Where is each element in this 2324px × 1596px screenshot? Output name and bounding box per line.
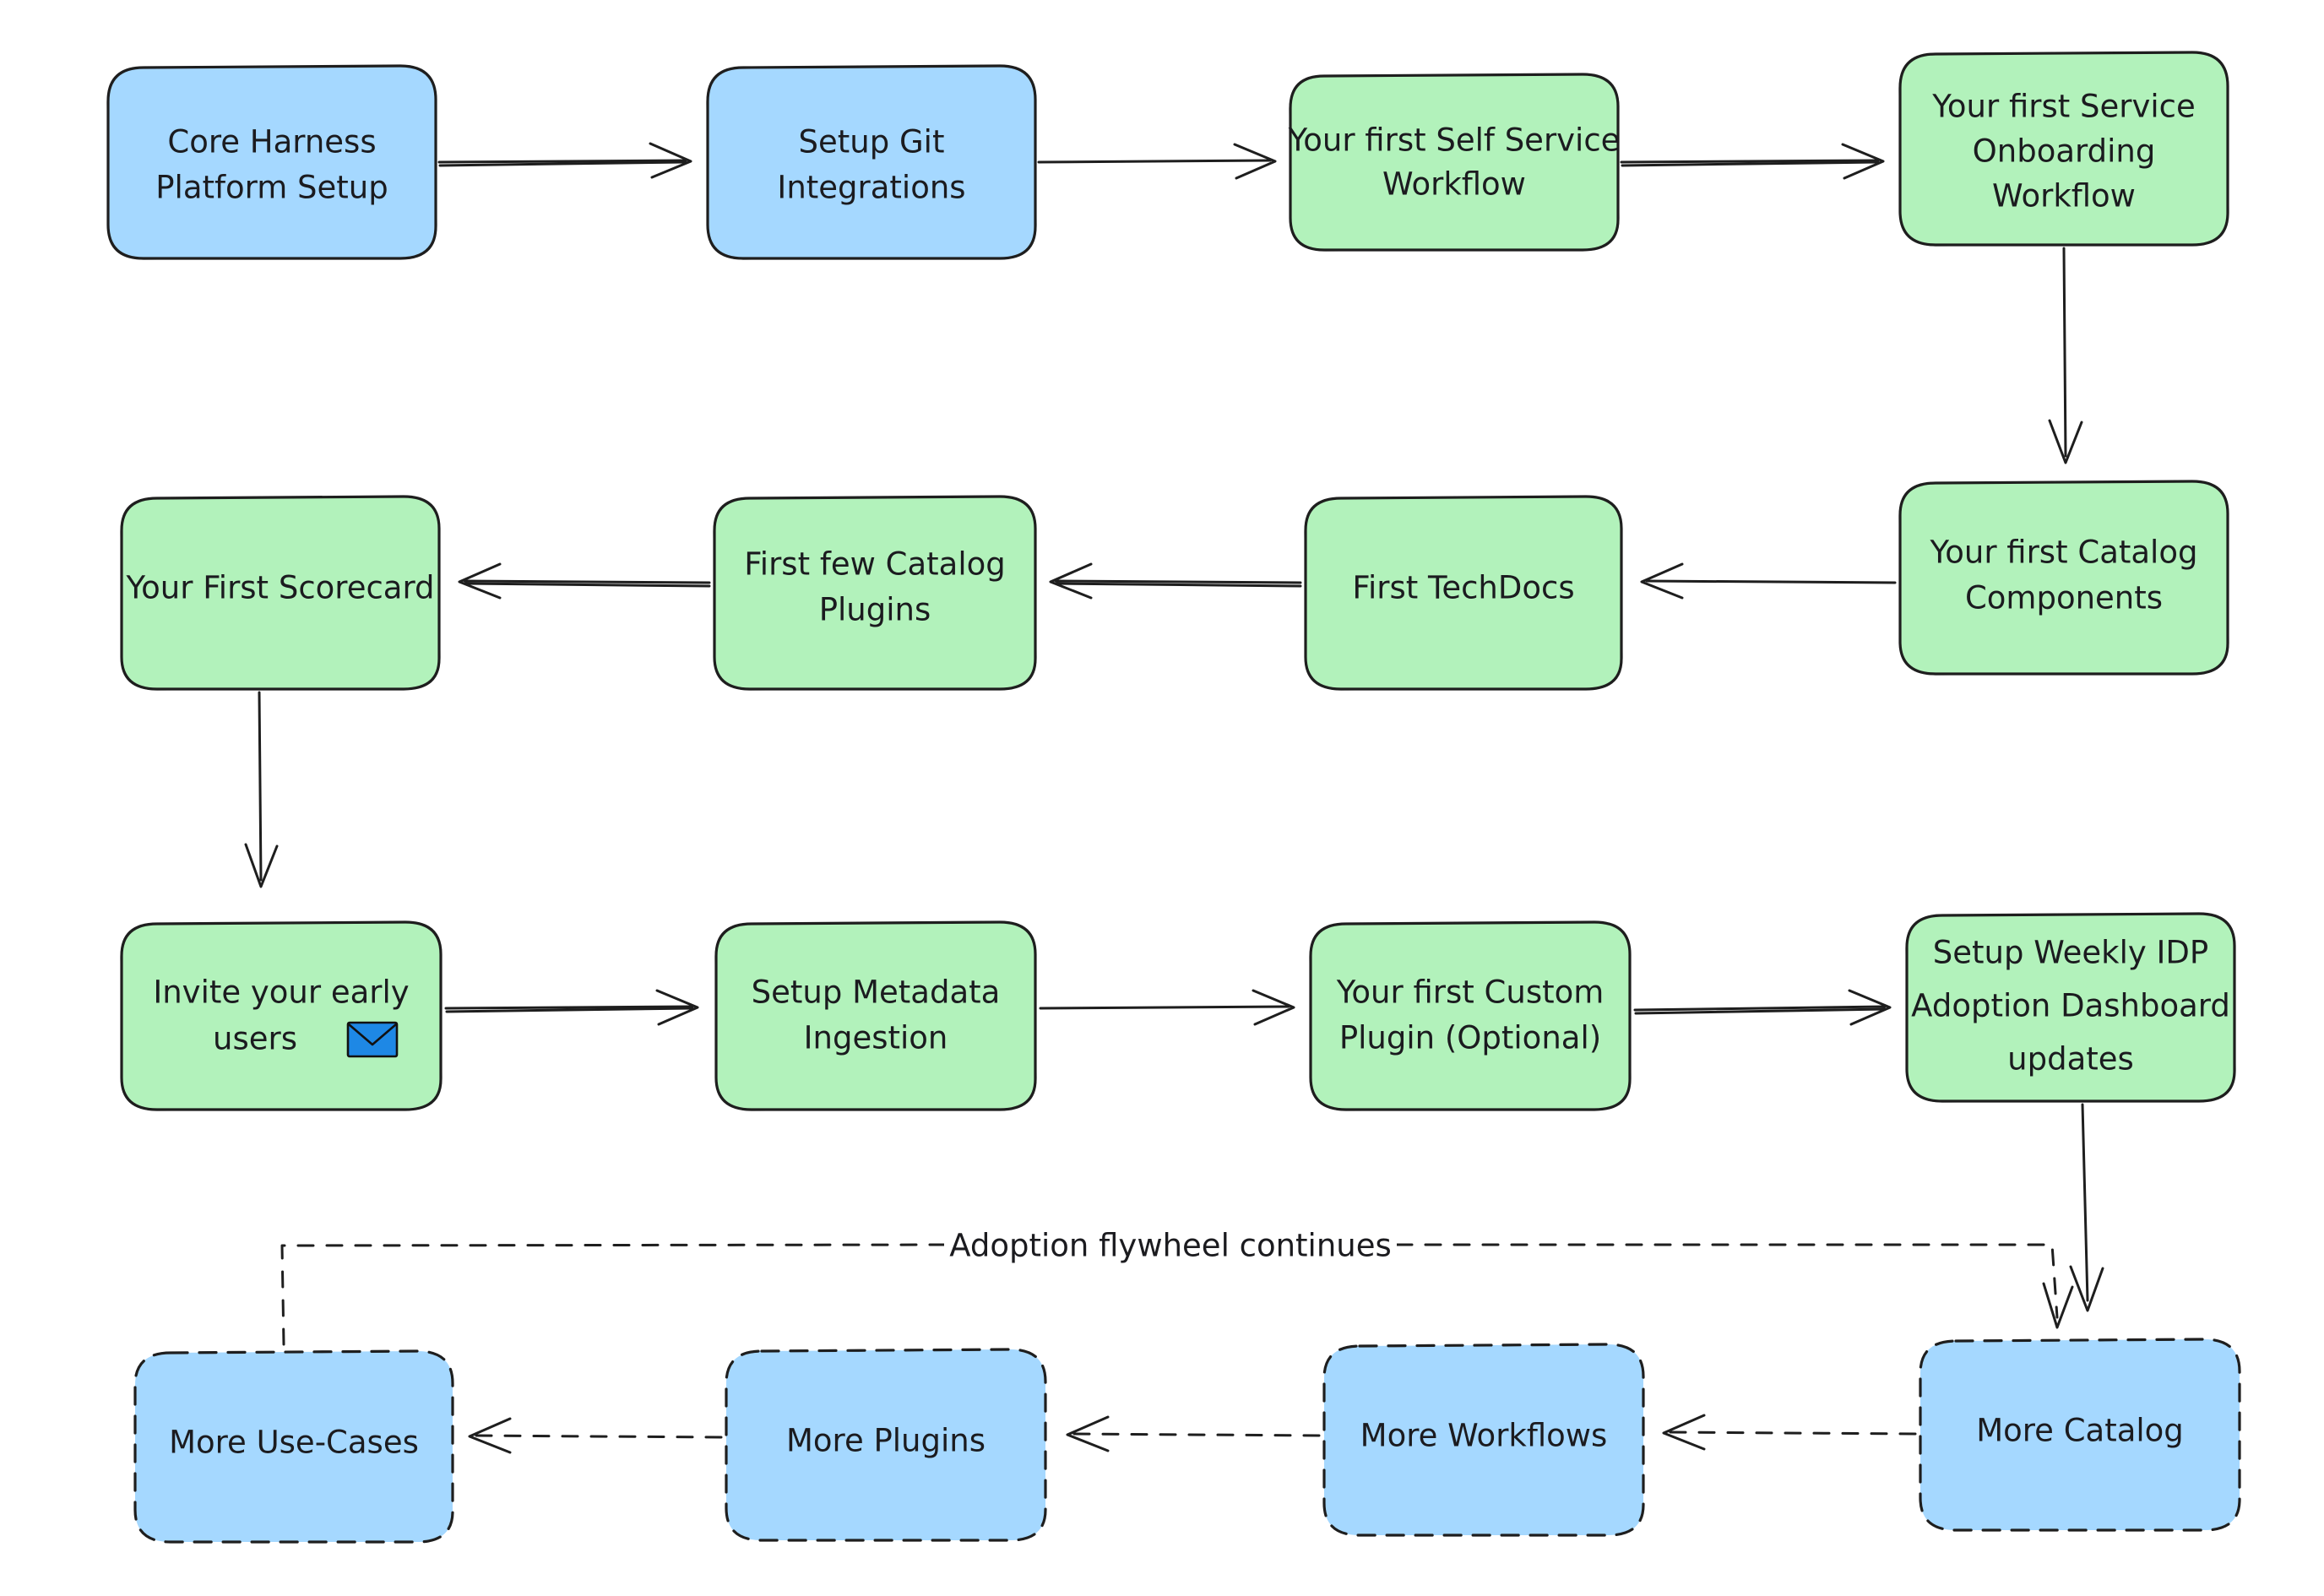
node-label-line: Your first Catalog	[1930, 535, 2198, 571]
node-more-catalog[interactable]: More Catalog	[1919, 1338, 2241, 1532]
node-label-line: First TechDocs	[1352, 570, 1574, 606]
node-label-line: Core Harness	[167, 124, 376, 160]
node-more-plugins[interactable]: More Plugins	[725, 1348, 1047, 1542]
node-more-workflows[interactable]: More Workflows	[1322, 1343, 1645, 1537]
node-label-line: users	[213, 1021, 297, 1057]
edge-techdocs-to-catalog-plugins	[1049, 562, 1302, 600]
node-label-line: Your first Self Service	[1288, 122, 1621, 159]
edge-more-plugins-to-more-use-cases	[468, 1417, 723, 1454]
edge-onboarding-to-catalog-components	[2048, 247, 2083, 464]
edge-adoption-dashboard-to-more-catalog	[2069, 1103, 2104, 1312]
edge-label-flywheel: Adoption flywheel continues	[949, 1228, 1392, 1264]
node-label-line: Your First Scorecard	[125, 570, 434, 606]
node-label-line: More Catalog	[1976, 1413, 2184, 1449]
node-label-line: Your first Service	[1931, 89, 2196, 125]
node-invite-your-early-users[interactable]: Invite your early users	[120, 920, 443, 1111]
node-label-line: updates	[2007, 1041, 2134, 1078]
node-setup-metadata-ingestion[interactable]: Setup Metadata Ingestion	[714, 920, 1037, 1111]
node-first-few-catalog-plugins[interactable]: First few Catalog Plugins	[713, 495, 1037, 691]
edge-scorecard-to-invite-users	[244, 691, 279, 888]
node-your-first-custom-plugin[interactable]: Your first Custom Plugin (Optional)	[1309, 920, 1632, 1111]
edge-git-to-self-service	[1037, 143, 1277, 180]
node-your-first-scorecard[interactable]: Your First Scorecard	[120, 495, 441, 691]
node-label-line: Setup Weekly IDP	[1933, 935, 2208, 971]
edge-flywheel-loop	[280, 1243, 2074, 1346]
node-first-techdocs[interactable]: First TechDocs	[1304, 495, 1623, 691]
node-label-line: Your first Custom	[1336, 974, 1605, 1011]
node-label-line: More Plugins	[786, 1423, 986, 1459]
node-label-line: Onboarding	[1973, 133, 2156, 170]
node-label-line: Invite your early	[153, 974, 409, 1011]
node-label-line: Workflow	[1382, 166, 1526, 203]
node-label-line: Setup Git	[799, 124, 945, 160]
node-more-use-cases[interactable]: More Use-Cases	[133, 1349, 454, 1544]
edge-invite-users-to-metadata-ingestion	[444, 989, 699, 1026]
edge-self-service-to-onboarding	[1620, 143, 1885, 180]
node-label-line: Platform Setup	[155, 170, 388, 206]
node-label-line: Adoption Dashboard	[1911, 988, 2230, 1024]
node-label-line: More Use-Cases	[169, 1425, 419, 1461]
edge-core-setup-to-git	[437, 142, 692, 179]
envelope-icon	[346, 1021, 399, 1058]
edge-catalog-components-to-techdocs	[1640, 562, 1897, 600]
node-setup-git-integrations[interactable]: Setup Git Integrations	[706, 64, 1037, 260]
node-label-line: More Workflows	[1360, 1418, 1608, 1454]
edge-metadata-ingestion-to-custom-plugin	[1039, 989, 1295, 1026]
edge-custom-plugin-to-adoption-dashboard	[1633, 989, 1892, 1026]
node-label-line: First few Catalog	[744, 546, 1006, 583]
node-label-line: Components	[1965, 580, 2163, 616]
edges-layer: Adoption flywheel continues	[244, 142, 2104, 1454]
flywheel-label-group: Adoption flywheel continues	[944, 1221, 1397, 1268]
edge-more-catalog-to-more-workflows	[1662, 1414, 1917, 1451]
node-label-line: Plugins	[819, 592, 931, 628]
node-core-harness-platform-setup[interactable]: Core Harness Platform Setup	[106, 64, 437, 260]
node-your-first-self-service-workflow[interactable]: Your first Self Service Workflow	[1288, 73, 1621, 252]
node-your-first-service-onboarding-workflow[interactable]: Your first Service Onboarding Workflow	[1898, 51, 2229, 247]
node-label-line: Workflow	[1992, 178, 2136, 214]
node-label-line: Ingestion	[804, 1020, 948, 1056]
node-your-first-catalog-components[interactable]: Your first Catalog Components	[1898, 480, 2229, 676]
edge-catalog-plugins-to-scorecard	[458, 562, 711, 600]
node-label-line: Setup Metadata	[752, 974, 1001, 1011]
edge-more-workflows-to-more-plugins	[1066, 1415, 1321, 1452]
node-label-line: Plugin (Optional)	[1339, 1020, 1601, 1056]
node-label-line: Integrations	[777, 170, 965, 206]
node-setup-weekly-idp-adoption-dashboard[interactable]: Setup Weekly IDP Adoption Dashboard upda…	[1905, 912, 2236, 1103]
